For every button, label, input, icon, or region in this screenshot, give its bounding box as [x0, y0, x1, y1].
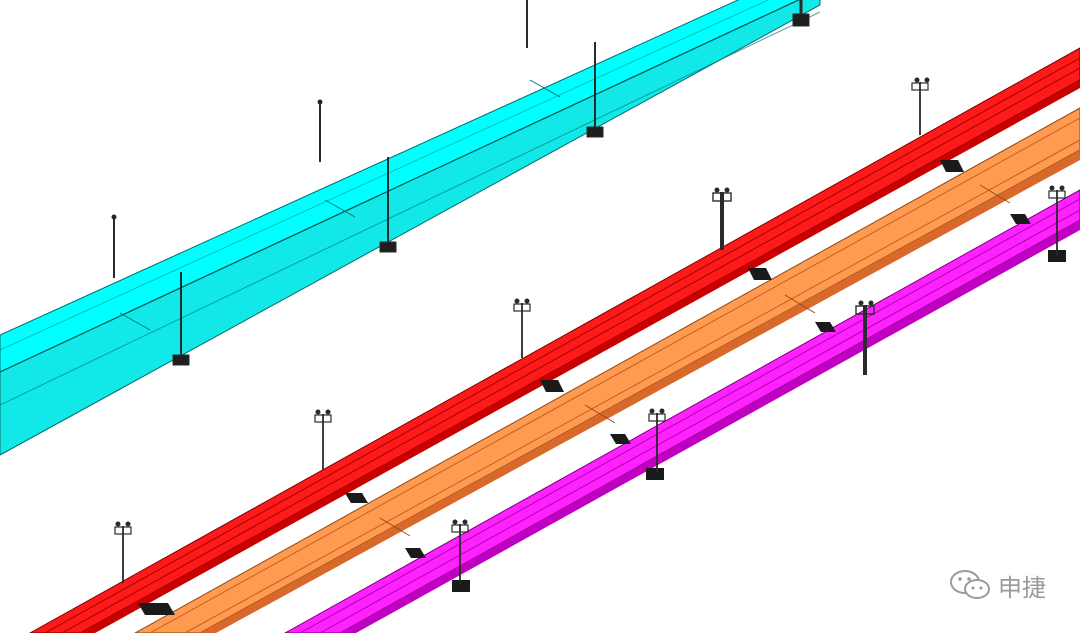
cyan-duct [0, 0, 821, 456]
hanger-5 [911, 77, 930, 135]
hanger-6 [451, 519, 469, 585]
hanger-2 [314, 409, 332, 470]
cyan-duct-hangers [111, 0, 810, 366]
red-cable-tray [28, 47, 1080, 633]
hanger-7 [648, 408, 666, 472]
orange-cable-tray [133, 107, 1080, 633]
watermark-text: 申捷 [998, 573, 1046, 602]
hanger-9 [1048, 185, 1066, 255]
tray-support-beams [138, 160, 1066, 615]
wechat-icon [950, 570, 990, 599]
hanger-3 [513, 298, 531, 358]
hanger-8 [855, 300, 875, 375]
magenta-cable-tray [283, 189, 1080, 633]
watermark: 申捷 [948, 567, 1046, 603]
cyan-duct-side-face [0, 0, 821, 456]
hanger-1 [114, 521, 132, 583]
tray-hangers [114, 77, 1066, 585]
hanger-4 [712, 187, 732, 250]
